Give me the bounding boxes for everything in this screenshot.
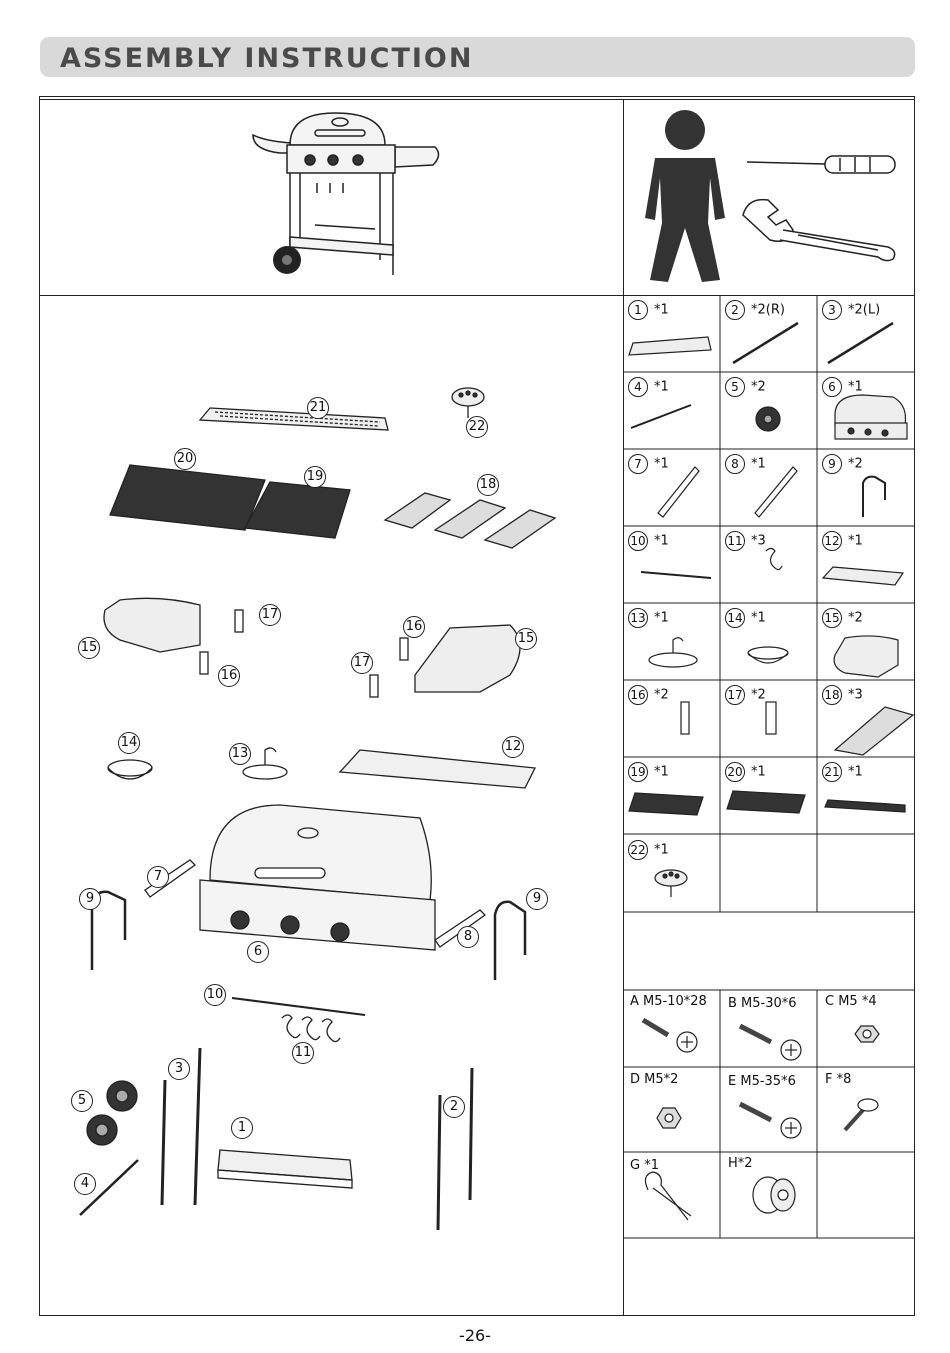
exploded-view [40,300,620,1310]
hardware-icons [623,990,915,1240]
callout-7: 7 [147,866,169,888]
callout-19: 19 [304,466,326,488]
callout-16: 16 [218,665,240,687]
callout-22: 22 [466,416,488,438]
title-banner: ASSEMBLY INSTRUCTION [40,37,915,77]
callout-13: 13 [229,743,251,765]
parts-icons [623,295,915,912]
callout-16: 16 [403,616,425,638]
callout-6: 6 [247,941,269,963]
callout-17: 17 [259,604,281,626]
frame-inner-line [39,99,915,100]
callout-11: 11 [292,1042,314,1064]
callout-17: 17 [351,652,373,674]
callout-1: 1 [231,1117,253,1139]
callout-9: 9 [79,888,101,910]
callout-3: 3 [168,1058,190,1080]
callout-21: 21 [307,397,329,419]
screwdriver-icon [745,150,905,180]
callout-8: 8 [457,926,479,948]
page-number: -26- [0,1326,950,1345]
callout-10: 10 [204,984,226,1006]
callout-15: 15 [515,628,537,650]
callout-15: 15 [78,637,100,659]
two-person-icon [640,108,730,288]
wrench-icon [738,195,903,265]
callout-4: 4 [74,1173,96,1195]
callout-14: 14 [118,732,140,754]
callout-12: 12 [502,736,524,758]
page-title: ASSEMBLY INSTRUCTION [60,43,473,74]
callout-5: 5 [71,1090,93,1112]
callout-2: 2 [443,1096,465,1118]
callout-9: 9 [526,888,548,910]
callout-20: 20 [174,448,196,470]
callout-18: 18 [477,474,499,496]
assembled-grill-illustration [245,105,445,280]
